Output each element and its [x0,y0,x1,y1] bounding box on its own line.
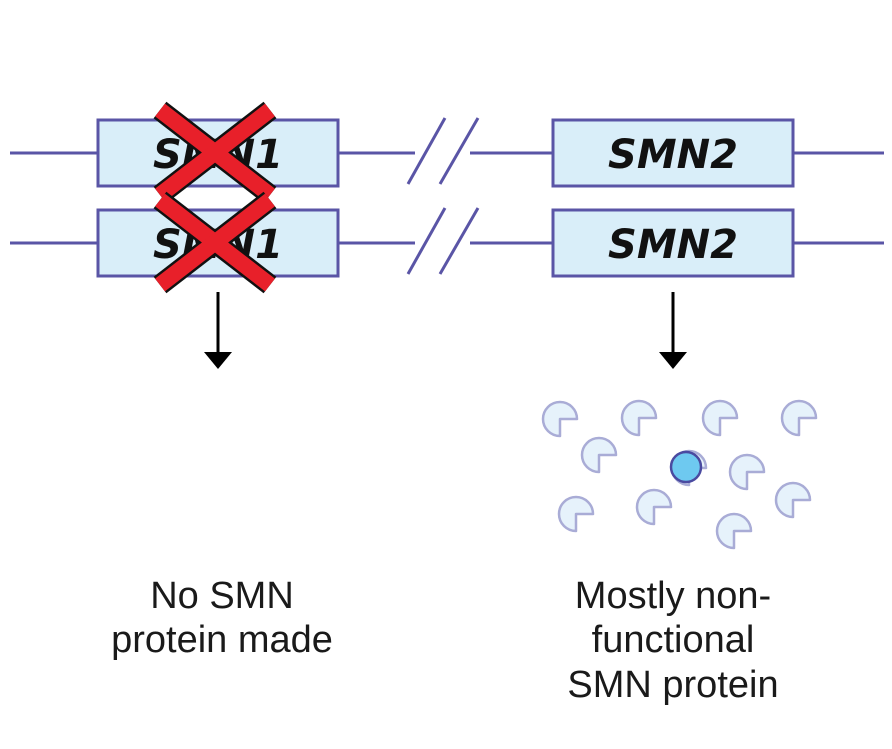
caption-left: No SMN protein made [111,575,333,661]
caption-right: Mostly non- functional SMN protein [567,575,778,706]
gene-box-smn2-bottom [551,208,795,278]
nonfunctional-protein-icon [701,399,739,437]
nonfunctional-protein-icon [541,400,579,438]
chromosome-break-bottom-2 [438,207,480,275]
chromosome-bottom: SMN1 SMN2 [10,207,884,278]
chromosome-break-top-1 [406,117,447,185]
chromosome-break-bottom-1 [406,207,447,275]
down-arrow-icon-right [659,292,687,369]
nonfunctional-protein-icon [620,399,658,437]
caption-left-line-2: protein made [111,619,333,661]
caption-left-line-1: No SMN [150,575,294,617]
nonfunctional-protein-icon [635,488,673,526]
nonfunctional-protein-icon [780,399,818,437]
nonfunctional-protein-icon [774,481,812,519]
chromosome-top: SMN1 SMN2 [10,117,884,188]
gene-label-smn2-top: SMN2 [608,132,738,178]
deletion-cross-icon-bottom [153,191,277,294]
caption-right-line-3: SMN protein [567,664,778,706]
down-arrow-icon-left [204,292,232,369]
gene-box-smn2-top [551,118,795,188]
chromosome-break-top-2 [438,117,480,185]
functional-protein-icon [669,450,703,484]
caption-right-line-2: functional [592,619,755,661]
nonfunctional-protein-icon [715,512,753,550]
caption-right-line-1: Mostly non- [575,575,771,617]
gene-label-smn2-bottom: SMN2 [608,222,738,268]
nonfunctional-protein-icon [557,495,595,533]
nonfunctional-protein-icon [580,436,618,474]
nonfunctional-protein-icon [728,453,766,491]
protein-cluster [541,399,818,550]
deletion-cross-icon-top [153,101,277,204]
